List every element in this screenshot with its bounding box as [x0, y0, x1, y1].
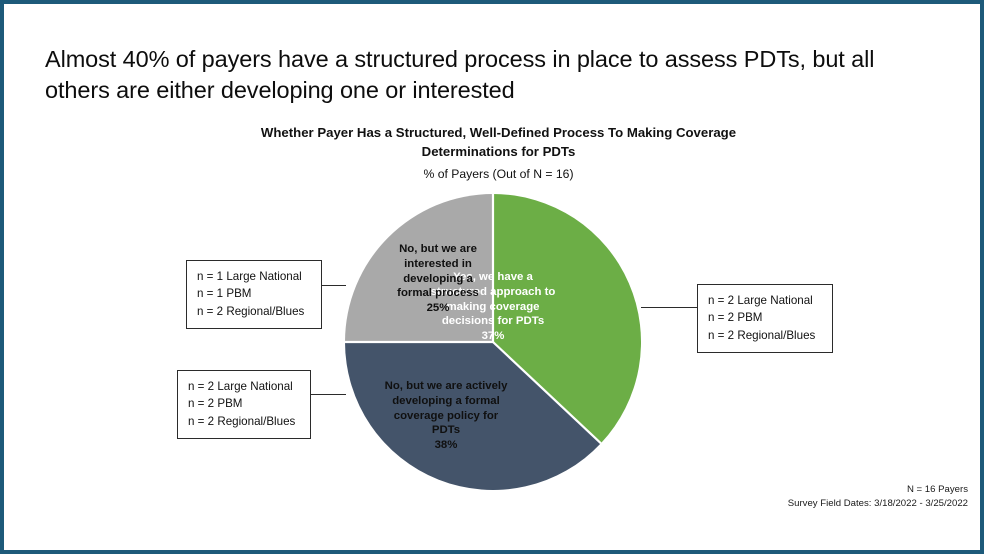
callout-green-line-3: n = 2 Regional/Blues [708, 328, 816, 342]
leader-line-green-horizontal [641, 307, 697, 309]
leader-line-gray-horizontal [322, 285, 346, 287]
chart-subtitle: % of Payers (Out of N = 16) [423, 167, 574, 181]
chart-title-line-1: Whether Payer Has a Structured, Well-Def… [260, 125, 737, 140]
pie-label-yes-structured-approach: Yes, we have a structured approach to ma… [430, 271, 556, 343]
callout-box-no-actively-developing: n = 2 Large National n = 2 PBM n = 2 Reg… [177, 370, 311, 440]
slide-footnote: N = 16 Payers Survey Field Dates: 3/18/2… [788, 483, 968, 511]
callout-green-line-1: n = 2 Large National [708, 294, 813, 307]
callout-box-no-interested: n = 1 Large National n = 1 PBM n = 2 Reg… [186, 260, 322, 330]
chart-title: Whether Payer Has a Structured, Well-Def… [236, 124, 761, 161]
pie-slice-yes-structured-approach[interactable] [493, 194, 641, 444]
chart-title-line-2: Determinations for PDTs [421, 143, 576, 159]
callout-blue-line-1: n = 2 Large National [188, 380, 293, 393]
pie-label-no-actively-developing: No, but we are actively developing a for… [384, 380, 508, 452]
pie-label-no-interested: No, but we are interested in developing … [397, 243, 479, 315]
leader-line-blue-horizontal [311, 394, 346, 396]
footnote-field-dates: Survey Field Dates: 3/18/2022 - 3/25/202… [787, 498, 968, 510]
pie-slice-dividers [345, 194, 602, 445]
footnote-sample-size: N = 16 Payers [906, 484, 968, 496]
callout-gray-line-2: n = 1 PBM [197, 287, 252, 301]
callout-gray-line-3: n = 2 Regional/Blues [197, 304, 305, 318]
pie-chart-svg [345, 194, 641, 490]
callout-box-yes-structured-approach: n = 2 Large National n = 2 PBM n = 2 Reg… [697, 284, 833, 354]
slide-headline: Almost 40% of payers have a structured p… [45, 46, 875, 103]
callout-gray-line-1: n = 1 Large National [197, 270, 302, 283]
callout-green-line-2: n = 2 PBM [708, 311, 763, 325]
callout-blue-line-2: n = 2 PBM [188, 397, 243, 411]
callout-blue-line-3: n = 2 Regional/Blues [188, 414, 296, 428]
pie-chart [345, 194, 641, 490]
pie-slice-no-actively-developing[interactable] [345, 342, 601, 490]
pie-slice-no-interested[interactable] [345, 194, 493, 342]
